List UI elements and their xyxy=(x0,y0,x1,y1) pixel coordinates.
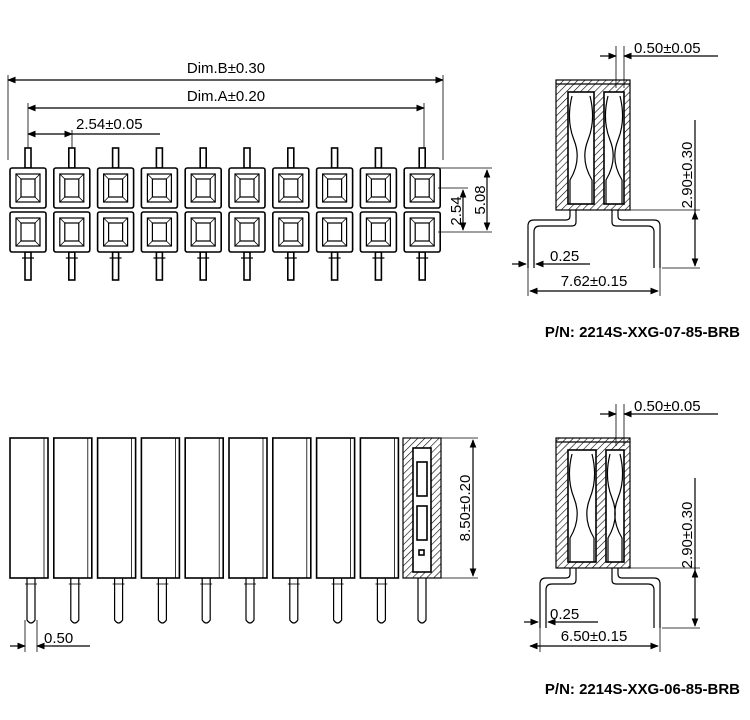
contact-column xyxy=(184,437,224,624)
pitch-label: 2.54±0.05 xyxy=(76,116,143,133)
row-pitch-label: 2.54 xyxy=(448,196,465,225)
bottom-side-pin-width: 0.50±0.05 xyxy=(634,398,701,415)
contact-column xyxy=(9,437,49,624)
top-side-pin-width: 0.50±0.05 xyxy=(634,40,701,57)
top-side-view: 0.50±0.05 2.90±0.30 0.25 7.62±0.15 xyxy=(512,40,718,296)
contact-column xyxy=(9,147,47,281)
bottom-side-view: 0.50±0.05 2.90±0.30 0.25 6.50±0.15 xyxy=(524,398,718,652)
bottom-contact-array xyxy=(9,437,400,624)
contact-column xyxy=(315,437,356,624)
part-number-top: P/N: 2214S-XXG-07-85-BRB xyxy=(545,324,740,341)
contact-column xyxy=(403,147,442,281)
contact-column xyxy=(52,147,91,281)
top-side-height: 2.90±0.30 xyxy=(679,142,696,209)
part-number-bottom: P/N: 2214S-XXG-06-85-BRB xyxy=(545,681,740,698)
contact-column xyxy=(271,147,310,281)
dim-b-label: Dim.B±0.30 xyxy=(187,60,265,77)
bottom-front-height: 8.50±0.20 xyxy=(457,475,474,542)
dim-a-label: Dim.A±0.20 xyxy=(187,88,265,105)
contact-column xyxy=(96,147,135,281)
contact-column xyxy=(359,147,398,281)
top-side-width: 7.62±0.15 xyxy=(561,273,628,290)
bottom-side-width: 6.50±0.15 xyxy=(561,628,628,645)
bottom-side-height: 2.90±0.30 xyxy=(679,502,696,569)
bottom-front-view: 8.50±0.20 0.50 xyxy=(9,437,478,652)
contact-column xyxy=(52,437,93,624)
top-side-pin-thickness: 0.25 xyxy=(550,248,579,265)
contact-column xyxy=(96,437,137,624)
top-front-view: Dim.B±0.30 Dim.A±0.20 2.54±0.05 2.54 5.0… xyxy=(7,60,492,281)
contact-column xyxy=(140,437,181,624)
contact-column xyxy=(359,437,400,624)
bottom-front-pin-width: 0.50 xyxy=(44,630,73,647)
contact-column xyxy=(271,437,312,624)
bottom-side-pin-thickness: 0.25 xyxy=(550,606,579,623)
contact-column xyxy=(228,147,266,281)
contact-column xyxy=(228,437,268,624)
contact-column xyxy=(315,147,354,281)
row-span-label: 5.08 xyxy=(472,185,489,214)
top-contact-array xyxy=(9,147,442,281)
contact-column xyxy=(140,147,179,281)
contact-column xyxy=(184,147,222,281)
